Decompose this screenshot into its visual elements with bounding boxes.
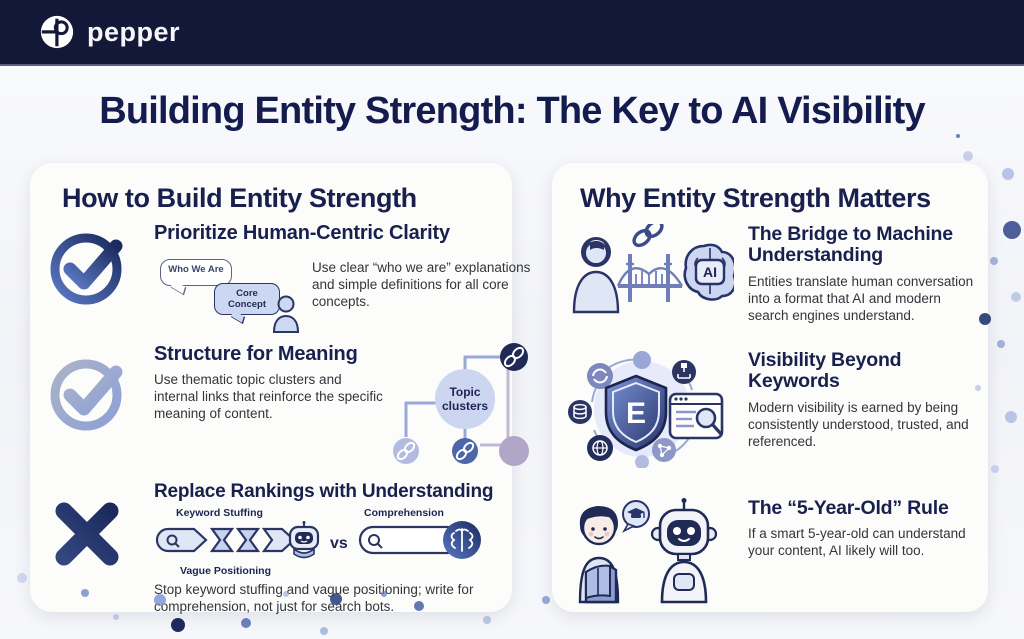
pepper-logo: pepper [38,13,180,51]
item-body: If a smart 5-year-old can understand you… [748,526,966,559]
bridge-icon [616,254,684,302]
robot-icon [650,497,718,604]
item-title: The “5-Year-Old” Rule [748,496,949,519]
link-node-icon [452,438,478,464]
decor-dot [241,618,251,628]
globe-node-icon [587,434,613,461]
list-item: Structure for Meaning Use thematic topic… [30,343,529,469]
bridge-to-ai-illustration: AI [572,224,734,314]
decor-dot [171,618,185,632]
list-item: Replace Rankings with Understanding Keyw… [30,481,512,615]
vs-label: vs [330,535,348,552]
item-title: The Bridge to Machine Understanding [748,223,953,267]
item-title: Structure for Meaning [154,343,358,365]
network-node-icon [652,437,676,462]
person-icon [572,237,620,314]
decor-dot [330,593,342,605]
decor-dot [1011,292,1021,302]
shield-icon: E [604,374,668,452]
decor-dot [1005,411,1017,423]
decor-dot [154,594,166,606]
core-concept-bubble: Core Concept [214,283,280,315]
pepper-logo-icon [40,15,74,49]
decor-dot [414,601,424,611]
item-body: Use thematic topic clusters and internal… [154,372,383,421]
decor-dot [113,614,119,620]
list-item: The “5-Year-Old” Rule If a smart 5-year-… [552,496,988,606]
search-bars-icon [155,521,481,559]
list-item: Prioritize Human-Centric Clarity Who We … [30,222,530,333]
item-title: Visibility Beyond Keywords [748,348,902,393]
decor-dot [283,591,289,597]
decor-dot [963,151,973,161]
svg-text:clusters: clusters [442,399,488,413]
item-title: Prioritize Human-Centric Clarity [154,222,450,244]
right-panel-heading: Why Entity Strength Matters [580,183,931,213]
search-window-icon [668,392,724,440]
decor-dot [542,596,550,604]
speech-bubbles-illustration: Who We Are Core Concept [154,251,302,333]
keyword-vs-comprehension-illustration: Keyword Stuffing Vague Positioning Compr… [154,505,484,581]
person-icon [272,295,300,333]
svg-text:Topic: Topic [449,385,480,399]
decor-dot [381,591,387,597]
chain-link-icon [632,224,664,248]
item-body: Stop keyword stuffing and vague position… [154,582,474,614]
header-bar: pepper [0,0,1024,66]
check-circle-icon [50,233,123,305]
sitemap-node-icon [672,359,696,384]
decor-dot [483,616,491,624]
decor-dot [81,589,89,597]
item-body: Entities translate human conversation in… [748,273,974,323]
list-item: E Visibility Beyond Keywords Modern visi… [552,348,988,468]
svg-text:AI: AI [703,264,717,280]
orbit-node [635,454,649,468]
left-panel-heading: How to Build Entity Strength [62,183,417,213]
topic-clusters-illustration: Topic clusters [393,343,529,466]
decor-dot [991,465,999,473]
decor-dot [956,134,960,138]
panel-how-to-build: How to Build Entity Strength Prioritize … [30,163,530,615]
panel-why-it-matters: Why Entity Strength Matters [552,163,988,612]
decor-dot [1002,168,1014,180]
decor-dot [979,313,991,325]
decor-dot [1003,221,1021,239]
robot-icon [288,521,320,559]
entity-shield-illustration: E [568,350,724,468]
page-title: Building Entity Strength: The Key to AI … [99,90,925,132]
brain-icon [443,521,481,559]
logo-text: pepper [87,16,181,47]
decor-dot [997,340,1005,348]
decor-dot [17,573,27,583]
svg-text:E: E [626,397,646,430]
x-mark-icon [55,502,119,566]
check-circle-faded-icon [50,359,123,431]
vague-positioning-label: Vague Positioning [180,565,272,577]
comprehension-label: Comprehension [364,507,444,519]
item-title: Replace Rankings with Understanding [154,481,494,502]
child-and-robot-illustration [578,497,718,604]
database-node-icon [568,399,592,424]
child-reading-icon [578,505,620,604]
item-body: Modern visibility is earned by being con… [748,399,969,449]
decor-dot [975,385,981,391]
keyword-stuffing-label: Keyword Stuffing [176,507,263,519]
cluster-node [499,436,529,466]
speech-bubble-graduation-icon [621,499,650,533]
list-item: AI The Bridge to Machine Understanding E… [552,223,988,324]
link-node-icon [500,343,528,371]
item-body: Use clear “who we are” explanations and … [312,260,531,309]
link-node-icon [393,438,419,464]
ai-brain-icon: AI [683,243,734,301]
decor-dot [990,257,998,265]
decor-dot [320,627,328,635]
who-we-are-bubble: Who We Are [160,259,232,286]
orbit-node [633,350,651,369]
refresh-node-icon [587,362,613,389]
